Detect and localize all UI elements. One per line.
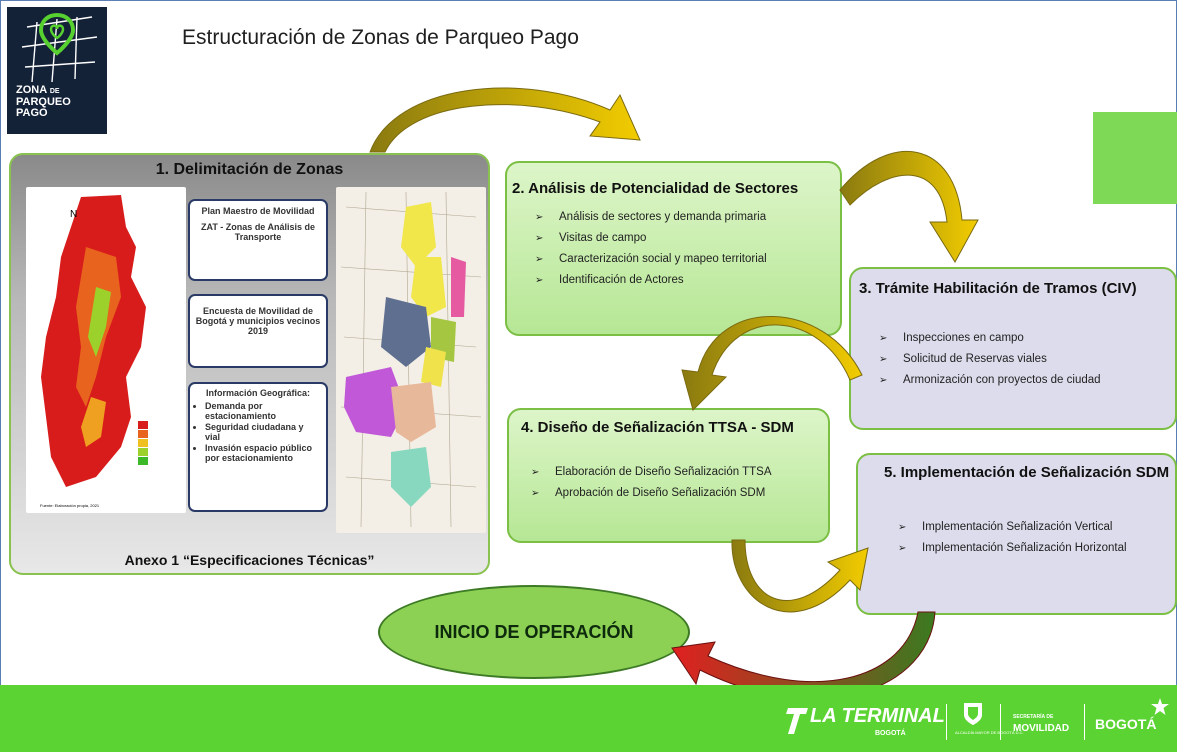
terminal-logo-text: LA TERMINAL	[810, 705, 945, 727]
info3-title: Información Geográfica:	[205, 388, 311, 398]
step2-box: 2. Análisis de Potencialidad de Sectores…	[505, 161, 842, 336]
step4-item: Aprobación de Diseño Señalización SDM	[531, 486, 821, 501]
info3-item: Seguridad ciudadana y vial	[205, 422, 321, 442]
info2-text: Encuesta de Movilidad de Bogotá y munici…	[195, 306, 321, 336]
logo-line2: PARQUEO	[16, 96, 71, 108]
footer-separator	[1000, 704, 1001, 740]
step5-title: 5. Implementación de Señalización SDM	[884, 464, 1170, 481]
step2-item: Identificación de Actores	[535, 273, 795, 288]
logo-line3: PAGO	[16, 107, 48, 119]
zona-parqueo-logo: ZONA DE PARQUEO PAGO	[7, 7, 107, 134]
page-title: Estructuración de Zonas de Parqueo Pago	[182, 26, 579, 49]
arrow-step1-to-step2	[369, 87, 641, 153]
step4-item: Elaboración de Diseño Señalización TTSA	[531, 465, 821, 480]
arrow-step3-to-step4	[681, 316, 863, 411]
star-icon	[1151, 698, 1169, 715]
start-operation-label: INICIO DE OPERACIÓN	[434, 622, 634, 642]
bogota-logo-text: BOGOTÁ	[1095, 716, 1157, 732]
logo-line1: ZONA	[16, 84, 47, 96]
step3-item: Armonización con proyectos de ciudad	[879, 373, 1169, 388]
heatmap-bogota-map: N Fuente: Elaboración propia, 2021	[26, 187, 186, 513]
arrow-step4-to-step5	[731, 539, 869, 613]
info3-item: Demanda por estacionamiento	[205, 401, 321, 421]
footer-separator	[946, 704, 947, 740]
info3-item: Invasión espacio público por estacionami…	[205, 443, 321, 463]
map-source-label: Fuente: Elaboración propia, 2021	[40, 503, 100, 508]
arrow-step2-to-step3	[839, 151, 979, 263]
terminal-subtitle: BOGOTÁ	[875, 730, 906, 737]
arrow-step5-to-start	[671, 611, 936, 700]
info-encuesta: Encuesta de Movilidad de Bogotá y munici…	[188, 294, 328, 368]
step3-title: 3. Trámite Habilitación de Tramos (CIV)	[859, 280, 1137, 297]
step2-item: Visitas de campo	[535, 231, 795, 246]
terminal-logo-icon	[786, 708, 808, 734]
info1-line2: ZAT - Zonas de Análisis de Transporte	[200, 222, 316, 242]
step2-item: Caracterización social y mapeo territori…	[535, 252, 795, 267]
step5-item: Implementación Señalización Vertical	[898, 520, 1168, 535]
step4-title: 4. Diseño de Señalización TTSA - SDM	[521, 419, 794, 436]
alcaldia-label: ALCALDÍA MAYOR DE BOGOTÁ D.C.	[955, 730, 1024, 735]
logo-line1-small: DE	[49, 88, 60, 95]
step5-box: 5. Implementación de Señalización SDM Im…	[856, 453, 1177, 615]
info-plan-maestro: Plan Maestro de Movilidad ZAT - Zonas de…	[188, 199, 328, 281]
footer-separator	[1084, 704, 1085, 740]
movilidad-label: MOVILIDAD	[1013, 723, 1070, 734]
step3-item: Inspecciones en campo	[879, 331, 1169, 346]
info1-line1: Plan Maestro de Movilidad	[201, 206, 315, 216]
green-square-decoration	[1093, 112, 1177, 204]
step5-item: Implementación Señalización Horizontal	[898, 541, 1168, 556]
bogota-crest-icon	[964, 703, 982, 725]
secretaria-label: SECRETARÍA DE	[1013, 714, 1054, 720]
svg-text:N: N	[70, 209, 77, 220]
step1-footer: Anexo 1 “Especificaciones Técnicas”	[124, 552, 375, 568]
step1-title: 1. Delimitación de Zonas	[155, 161, 344, 178]
step3-item: Solicitud de Reservas viales	[879, 352, 1169, 367]
map-pin-icon	[21, 12, 98, 83]
zones-map	[336, 187, 486, 533]
step2-title: 2. Análisis de Potencialidad de Sectores	[512, 180, 799, 197]
step3-box: 3. Trámite Habilitación de Tramos (CIV) …	[849, 267, 1177, 430]
step4-box: 4. Diseño de Señalización TTSA - SDM Ela…	[507, 408, 830, 543]
start-operation-oval: INICIO DE OPERACIÓN	[378, 585, 690, 679]
step2-item: Análisis de sectores y demanda primaria	[535, 210, 795, 225]
info-geografica: Información Geográfica: Demanda por esta…	[188, 382, 328, 512]
